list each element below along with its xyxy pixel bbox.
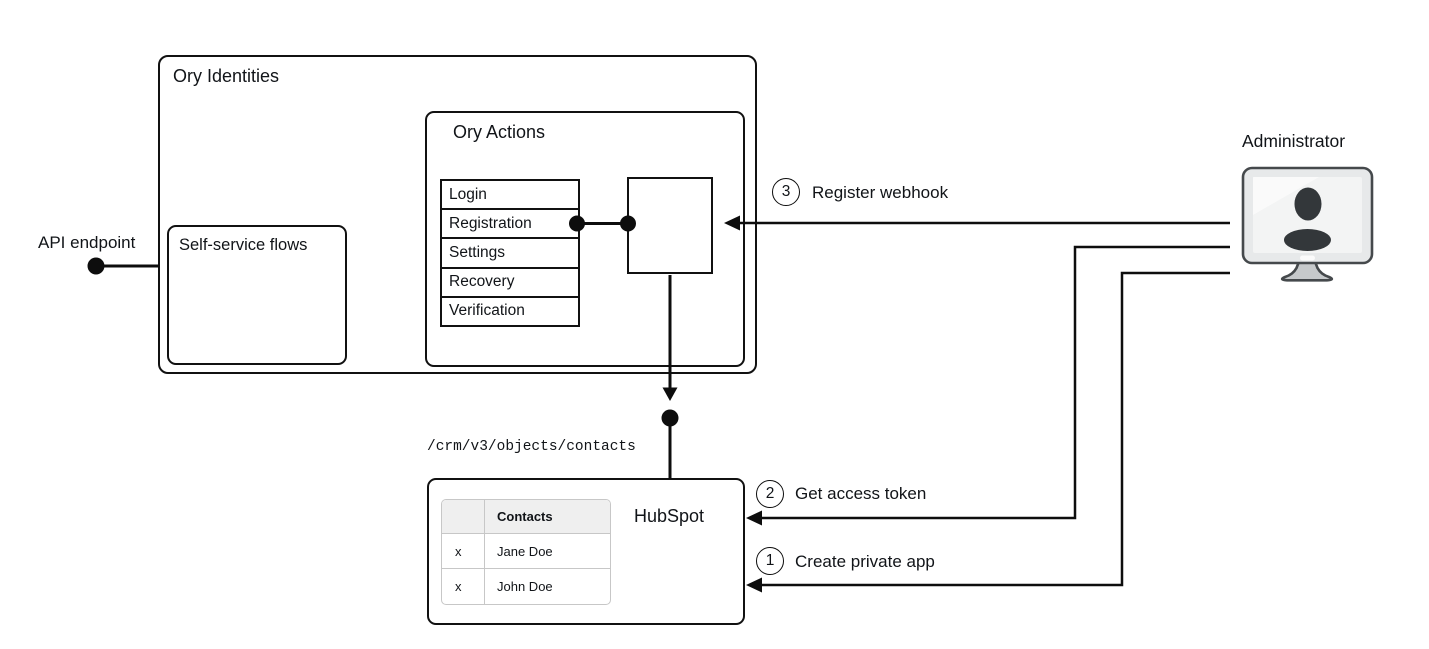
contacts-row-2: x John Doe [442,568,610,604]
contacts-row-1-check: x [455,543,462,559]
get-access-token-arrowhead [746,510,762,526]
ory-actions-title: Ory Actions [453,122,546,142]
self-service-flows-box: Self-service flows [167,225,347,365]
user-silhouette-head [1294,187,1322,221]
administrator-monitor-icon [1241,166,1374,282]
hubspot-box: HubSpot [427,478,745,625]
administrator-label: Administrator [1242,131,1346,151]
flow-list: Login Registration Settings Recovery Ver… [440,179,580,327]
ory-identities-box: Ory Identities [158,55,757,374]
hubspot-endpoint-dot [661,409,679,427]
step-1-badge: 1 [756,547,784,575]
flow-row-verification: Verification [442,295,578,325]
create-private-app-arrowhead [746,577,762,593]
step-3-badge: 3 [772,178,800,206]
contacts-header-empty [442,500,484,533]
create-private-app-arrow-line [761,271,1230,587]
step-1-label: Create private app [795,552,935,571]
webhook-action-box [627,177,713,274]
flow-row-registration: Registration [442,208,578,237]
monitor-power-button [1300,255,1315,261]
self-service-flows-title: Self-service flows [179,236,308,254]
api-endpoint-label: API endpoint [38,233,136,252]
screen-glare [1253,177,1319,215]
get-access-token-arrow-line [761,245,1230,520]
step-3-label: Register webhook [812,183,949,202]
ory-identities-title: Ory Identities [173,66,280,86]
contacts-row-1-name: Jane Doe [484,533,610,569]
user-silhouette-shoulders [1284,229,1331,251]
api-endpoint-dot [87,257,105,275]
monitor-stand [1280,257,1334,282]
flow-row-login: Login [449,185,487,203]
contacts-row-2-check: x [455,579,462,595]
flow-row-settings: Settings [442,237,578,266]
flow-row-recovery: Recovery [442,266,578,296]
hubspot-endpoint-path: /crm/v3/objects/contacts [427,439,636,455]
contacts-table: Contacts x Jane Doe x John Doe [441,499,611,605]
contacts-row-2-name: John Doe [484,569,610,604]
webhook-to-hubspot-arrowhead [662,387,678,401]
step-2-badge: 2 [756,480,784,508]
contacts-row-1: x Jane Doe [442,532,610,569]
ory-actions-box: Ory Actions [425,111,745,367]
step-2-label: Get access token [795,484,927,503]
hubspot-title: HubSpot [634,506,705,526]
contacts-table-header-row: Contacts [442,500,610,533]
contacts-header-label: Contacts [484,500,610,533]
